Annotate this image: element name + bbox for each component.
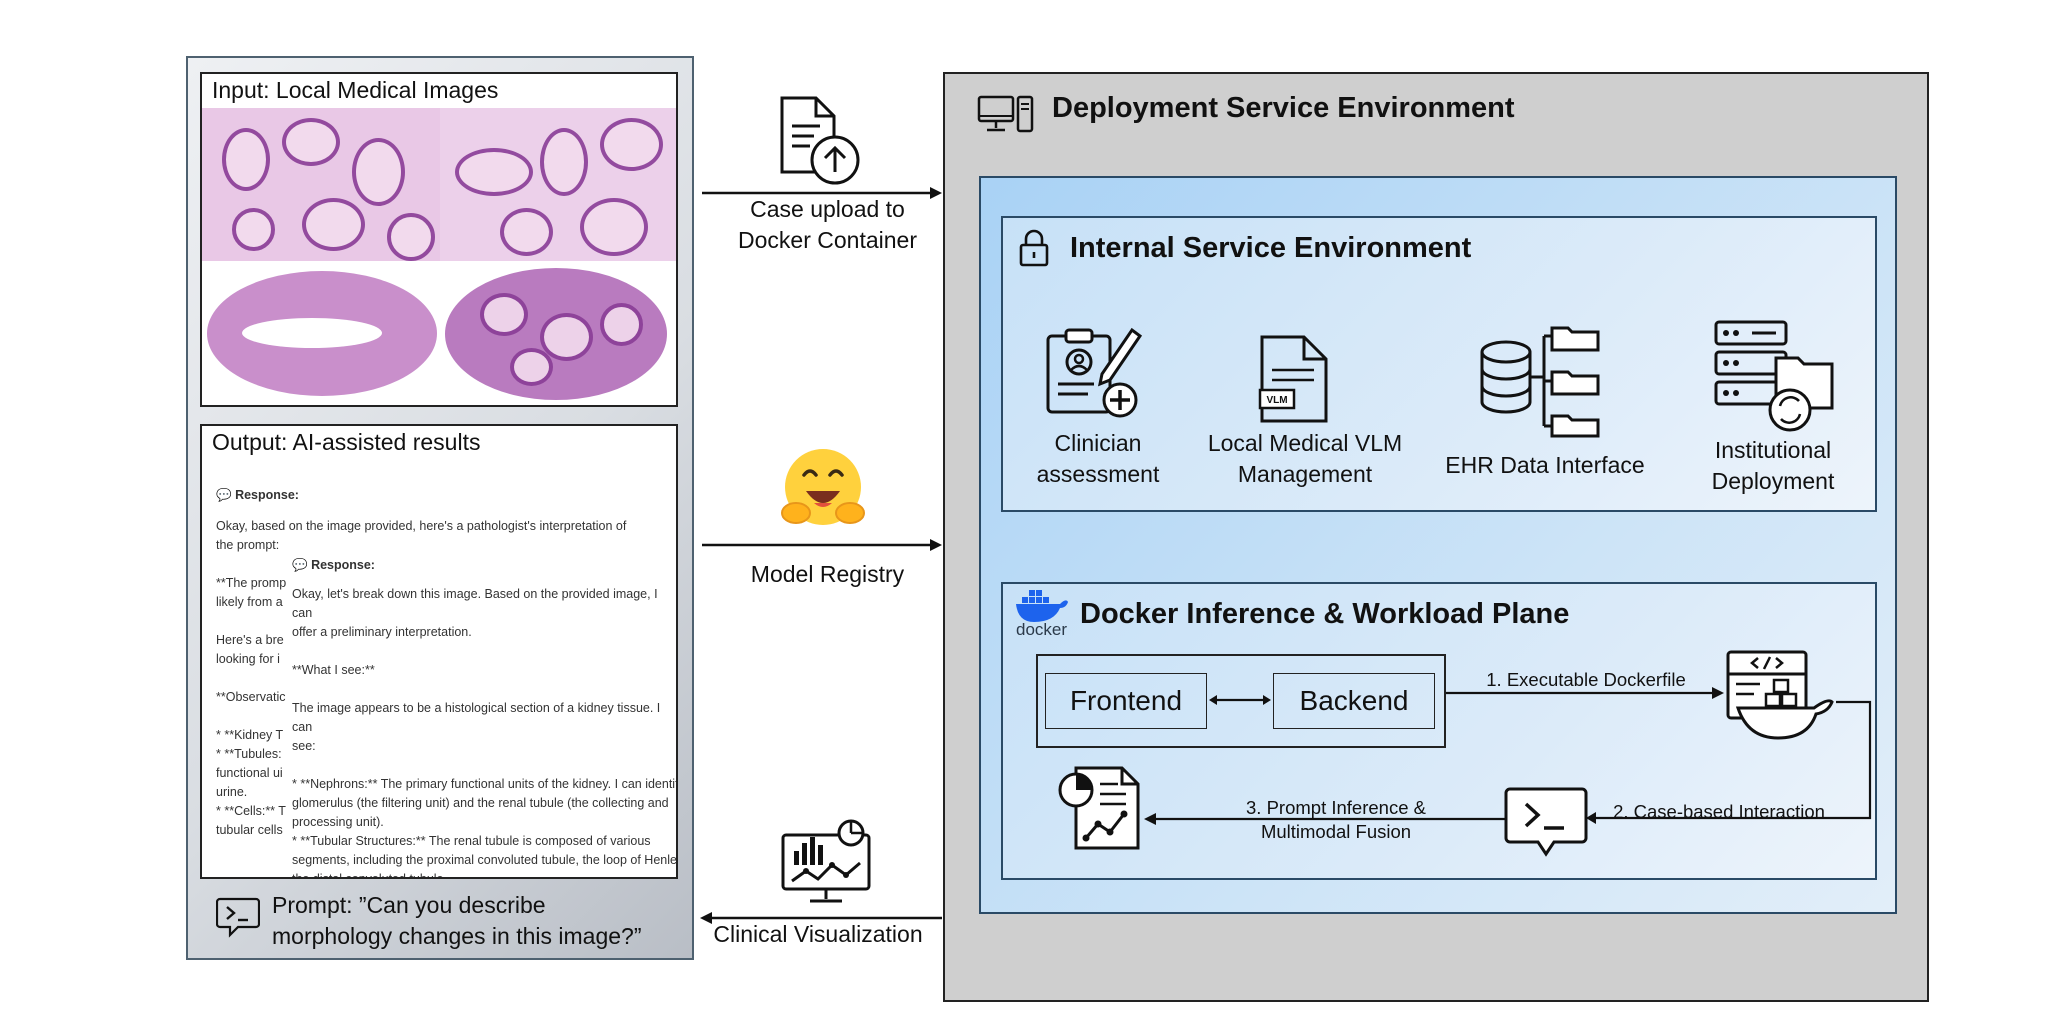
response-front-line: offer a preliminary interpretation. <box>292 625 472 639</box>
response-back-line: the prompt: <box>216 538 280 552</box>
histology-image-4 <box>440 263 676 405</box>
prompt-inference-arrow <box>1144 813 1506 825</box>
internal-item-label: Management <box>1237 461 1373 487</box>
frontend-box: Frontend <box>1045 673 1207 729</box>
step1-label: 1. Executable Dockerfile <box>1486 669 1686 690</box>
case-interaction-arrow <box>1586 700 1872 824</box>
response-back-line: functional ui <box>216 766 283 780</box>
response-front-heading: 💬 Response: <box>292 556 676 575</box>
internal-item-label: EHR Data Interface <box>1445 452 1645 478</box>
response-back-line: * **Tubules: <box>216 747 282 761</box>
frontend-backend-group <box>1036 654 1446 748</box>
response-heading-text: Response: <box>235 488 299 502</box>
output-title: Output: AI-assisted results <box>212 429 481 455</box>
histology-image-3 <box>202 263 442 405</box>
histology-image-2 <box>440 108 676 261</box>
terminal-chat-icon <box>216 897 260 938</box>
input-images-box: Input: Local Medical Images <box>200 72 678 407</box>
response-back-line: **Observatic <box>216 690 286 704</box>
internal-item-label: Local Medical VLM <box>1207 430 1403 456</box>
response-back-line: **The promp <box>216 576 287 590</box>
histology-image-1 <box>202 108 442 261</box>
hugging-face-icon <box>781 449 865 525</box>
response-front-line: * **Tubular Structures:** The renal tubu… <box>292 834 651 848</box>
docker-whale-icon <box>1016 590 1068 622</box>
speech-bubble-icon: 💬 <box>216 488 232 502</box>
vlm-document-icon: VLM <box>1258 335 1328 423</box>
prompt-text: Prompt: ”Can you describe morphology cha… <box>272 890 641 952</box>
response-back-heading: 💬 Response: <box>216 486 656 505</box>
computer-icon <box>977 95 1034 133</box>
response-front-line: the distal convoluted tubule. <box>292 872 447 879</box>
upload-arrow <box>702 187 942 199</box>
registry-arrow <box>702 539 942 551</box>
response-front-line: see: <box>292 739 316 753</box>
internal-item-vlm: Local Medical VLM Management <box>1190 428 1420 490</box>
response-front-line: The image appears to be a histological s… <box>292 701 661 734</box>
deployment-title: Deployment Service Environment <box>1052 92 1515 124</box>
file-upload-icon <box>780 96 860 185</box>
docker-plane-box <box>1001 582 1877 880</box>
upload-label-line-1: Case upload to <box>750 196 905 222</box>
internal-item-label: assessment <box>1036 461 1160 487</box>
upload-label-line-2: Docker Container <box>738 227 917 253</box>
response-back-line: * **Kidney T <box>216 728 284 742</box>
upload-label: Case upload to Docker Container <box>720 194 935 256</box>
response-back-line: * **Cells:** T <box>216 804 286 818</box>
database-folders-icon <box>1480 326 1600 438</box>
dashboard-monitor-icon <box>781 819 871 903</box>
response-back-line: likely from a <box>216 595 283 609</box>
internal-item-label: Deployment <box>1711 468 1835 494</box>
response-back-line: looking for i <box>216 652 280 666</box>
speech-bubble-icon: 💬 <box>292 558 308 572</box>
response-back-line: Here's a bre <box>216 633 284 647</box>
visualization-arrow <box>700 912 942 924</box>
internal-item-clinician: Clinician assessment <box>1018 428 1178 490</box>
prompt-line-2: morphology changes in this image?” <box>272 923 642 949</box>
step3-label-line-2: Multimodal Fusion <box>1260 821 1412 842</box>
response-front: 💬 Response: Okay, let's break down this … <box>290 556 678 879</box>
response-front-line: **What I see:** <box>292 663 375 677</box>
step3-label: 3. Prompt Inference & Multimodal Fusion <box>1196 796 1476 844</box>
response-front-line: Okay, let's break down this image. Based… <box>292 587 658 620</box>
response-front-line: segments, including the proximal convolu… <box>292 853 678 867</box>
output-results-box: Output: AI-assisted results 💬 Response: … <box>200 424 678 879</box>
response-front-line: processing unit). <box>292 815 384 829</box>
frontend-backend-arrow <box>1209 695 1271 705</box>
input-title: Input: Local Medical Images <box>212 77 499 103</box>
internal-item-institutional: Institutional Deployment <box>1690 435 1856 497</box>
response-back: 💬 Response: Okay, based on the image pro… <box>216 486 656 840</box>
internal-item-ehr: EHR Data Interface <box>1430 450 1660 481</box>
docker-logo-text: docker <box>1016 620 1068 639</box>
internal-service-box <box>1001 216 1877 512</box>
step3-label-line-1: 3. Prompt Inference & <box>1246 797 1426 818</box>
internal-title: Internal Service Environment <box>1070 232 1472 264</box>
vlm-tag: VLM <box>1266 395 1287 406</box>
internal-item-label: Institutional <box>1714 437 1832 463</box>
terminal-chat-icon <box>1504 787 1588 857</box>
docker-title: Docker Inference & Workload Plane <box>1080 598 1570 630</box>
dockerfile-arrow <box>1446 687 1724 699</box>
lock-icon <box>1019 229 1049 267</box>
report-chart-icon <box>1058 766 1140 850</box>
clinician-clipboard-icon <box>1046 327 1143 418</box>
response-back-line: Okay, based on the image provided, here'… <box>216 519 627 533</box>
response-front-line: glomerulus (the filtering unit) and the … <box>292 796 669 810</box>
backend-box: Backend <box>1273 673 1435 729</box>
server-deployment-icon <box>1714 320 1834 432</box>
registry-label: Model Registry <box>750 561 905 587</box>
code-container-icon <box>1726 650 1834 740</box>
response-front-line: * **Nephrons:** The primary functional u… <box>292 777 678 791</box>
visualization-label: Clinical Visualization <box>713 921 923 947</box>
response-back-line: tubular cells <box>216 823 283 837</box>
internal-item-label: Clinician <box>1054 430 1142 456</box>
response-back-line: urine. <box>216 785 248 799</box>
step2-label: 2. Case-based Interaction <box>1613 801 1825 822</box>
prompt-line-1: Prompt: ”Can you describe <box>272 892 546 918</box>
response-heading-text: Response: <box>311 558 375 572</box>
